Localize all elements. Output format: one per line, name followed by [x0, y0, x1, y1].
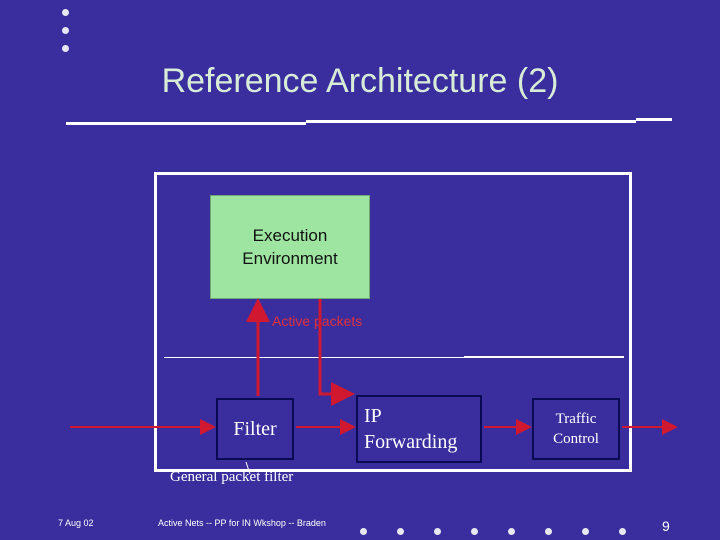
bullet-dot: [360, 528, 367, 535]
bullet-dot: [508, 528, 515, 535]
filter-box: Filter: [216, 398, 294, 460]
bullet-dot: [434, 528, 441, 535]
slide-title: Reference Architecture (2): [161, 62, 559, 100]
active-packets-label: Active packets: [272, 313, 363, 329]
traffic-control-box: Traffic Control: [532, 398, 620, 460]
footer-date: 7 Aug 02: [58, 518, 94, 528]
bullet-dot: [471, 528, 478, 535]
bullet-dot: [582, 528, 589, 535]
general-packet-filter-label: General packet filter: [170, 469, 294, 485]
diagram-frame: [154, 172, 632, 472]
ip-forwarding-box: IP Forwarding: [356, 395, 482, 463]
bullet-dot: [62, 9, 69, 16]
divider-line: [464, 356, 624, 358]
execution-environment-box: Execution Environment: [210, 195, 370, 299]
bullet-dot: [397, 528, 404, 535]
page-number: 9: [662, 518, 670, 534]
divider-line: [164, 357, 464, 358]
title-underline: [306, 120, 636, 123]
bullet-dot: [545, 528, 552, 535]
bullet-dot: [62, 27, 69, 34]
footer-text: Active Nets -- PP for IN Wkshop -- Brade…: [158, 518, 326, 528]
title-underline: [636, 118, 672, 121]
title-underline: [66, 122, 306, 125]
bullet-dot: [619, 528, 626, 535]
bullet-dot: [62, 45, 69, 52]
